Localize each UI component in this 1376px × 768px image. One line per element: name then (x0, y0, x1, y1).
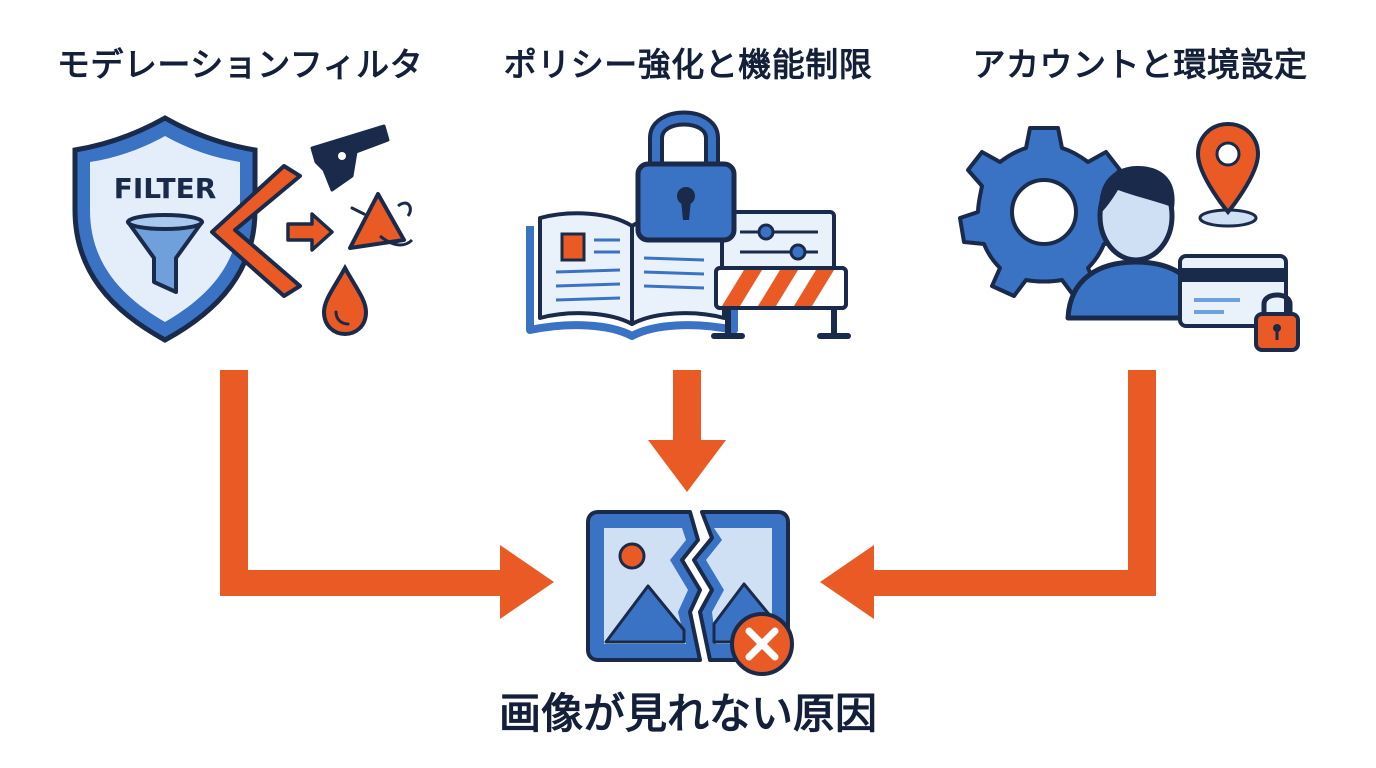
shield-filter-icon: FILTER (72, 115, 414, 343)
cause-title-moderation: モデレーションフィルタ (56, 45, 424, 84)
cause-title-policy: ポリシー強化と機能制限 (503, 45, 873, 84)
arrow-right-path (820, 370, 1156, 619)
result-title: 画像が見れない原因 (498, 689, 878, 738)
shield-label: FILTER (114, 172, 217, 205)
lock-book-barrier-icon (526, 110, 851, 340)
arrow-left-path (220, 370, 554, 619)
gear-user-card-icon (958, 121, 1300, 352)
arrow-center-down (648, 370, 726, 492)
broken-image-icon (586, 510, 794, 676)
cause-title-account: アカウントと環境設定 (972, 45, 1308, 84)
